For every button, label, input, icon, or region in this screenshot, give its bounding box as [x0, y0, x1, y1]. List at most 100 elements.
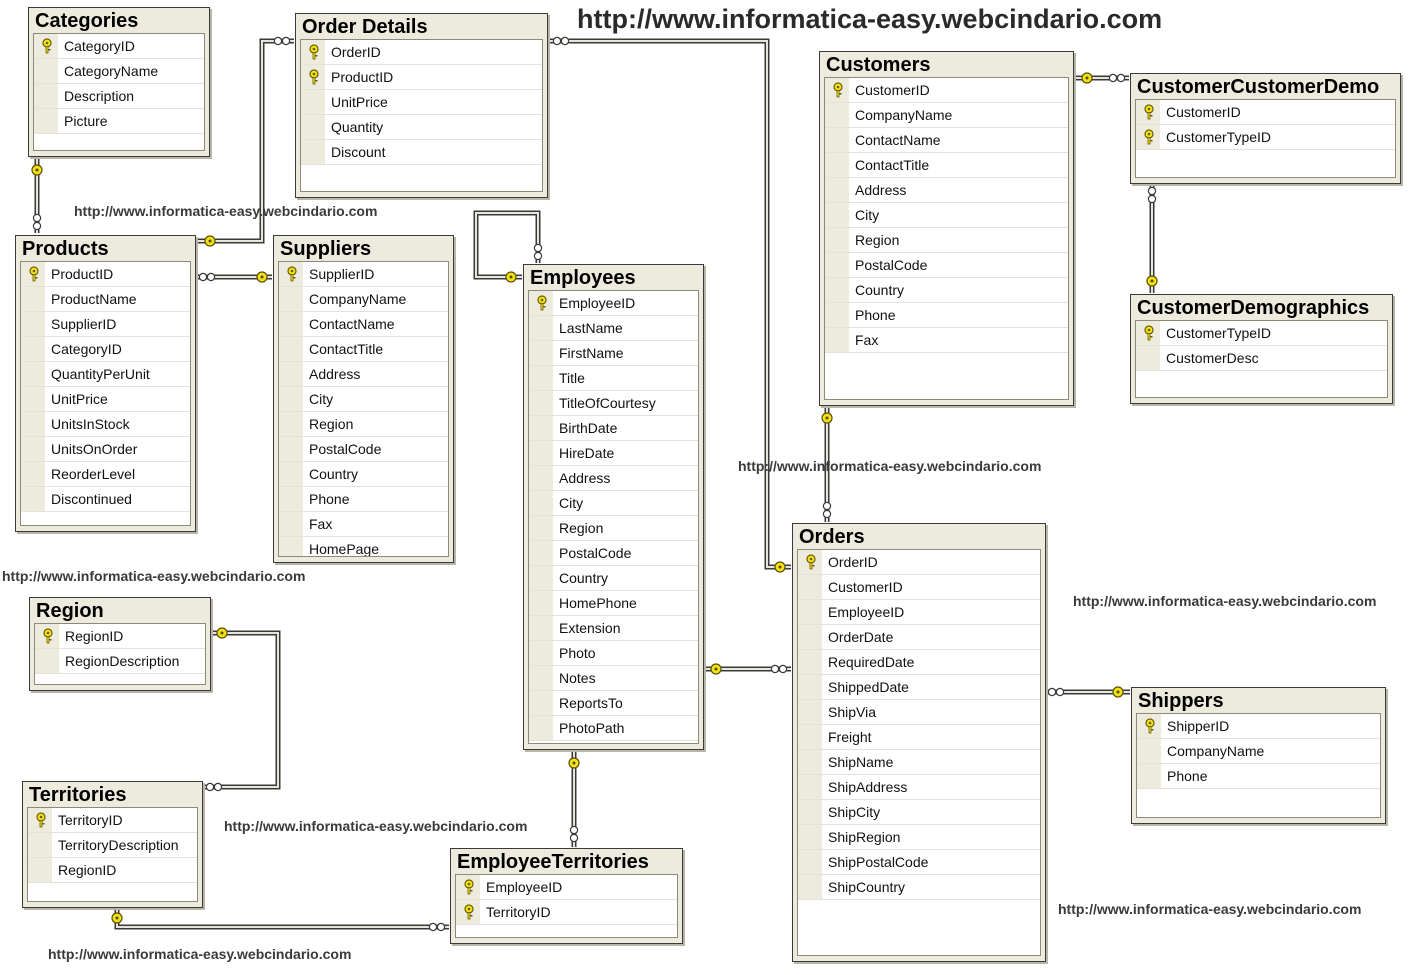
field-row[interactable]: Discount [301, 140, 542, 165]
field-row[interactable]: SupplierID [279, 262, 448, 287]
field-row[interactable]: UnitPrice [301, 90, 542, 115]
field-row[interactable]: Country [529, 566, 698, 591]
field-row[interactable]: ShipPostalCode [798, 850, 1040, 875]
field-row[interactable]: Region [279, 412, 448, 437]
field-row[interactable]: HomePhone [529, 591, 698, 616]
field-row[interactable]: ContactTitle [279, 337, 448, 362]
field-row[interactable]: LastName [529, 316, 698, 341]
field-row[interactable]: Fax [825, 328, 1068, 353]
field-row[interactable]: ReportsTo [529, 691, 698, 716]
field-row[interactable]: CompanyName [1137, 739, 1380, 764]
field-row[interactable]: UnitsInStock [21, 412, 190, 437]
field-row[interactable]: Photo [529, 641, 698, 666]
field-row[interactable]: UnitsOnOrder [21, 437, 190, 462]
field-row[interactable]: CustomerID [825, 78, 1068, 103]
field-row[interactable]: CategoryID [34, 34, 204, 59]
field-row[interactable]: QuantityPerUnit [21, 362, 190, 387]
field-row[interactable]: CompanyName [825, 103, 1068, 128]
field-row[interactable]: CompanyName [279, 287, 448, 312]
field-row[interactable]: Quantity [301, 115, 542, 140]
field-row[interactable]: Phone [1137, 764, 1380, 789]
field-row[interactable]: Phone [279, 487, 448, 512]
field-row[interactable]: ContactName [825, 128, 1068, 153]
field-row[interactable]: CategoryName [34, 59, 204, 84]
field-row[interactable]: Phone [825, 303, 1068, 328]
field-row[interactable]: Description [34, 84, 204, 109]
field-row[interactable]: City [825, 203, 1068, 228]
field-row[interactable]: SupplierID [21, 312, 190, 337]
field-row[interactable]: ShipAddress [798, 775, 1040, 800]
field-row[interactable]: PostalCode [279, 437, 448, 462]
field-row[interactable]: HomePage [279, 537, 448, 556]
field-row[interactable]: City [279, 387, 448, 412]
field-row[interactable]: RegionID [35, 624, 205, 649]
field-row[interactable]: TitleOfCourtesy [529, 391, 698, 416]
field-row[interactable]: Extension [529, 616, 698, 641]
field-row[interactable]: City [529, 491, 698, 516]
field-row[interactable]: Picture [34, 109, 204, 134]
field-row[interactable]: CustomerTypeID [1136, 125, 1395, 150]
field-row[interactable]: FirstName [529, 341, 698, 366]
field-row[interactable]: Country [825, 278, 1068, 303]
field-row[interactable]: ShipName [798, 750, 1040, 775]
field-row[interactable]: ReorderLevel [21, 462, 190, 487]
field-row[interactable]: OrderID [301, 40, 542, 65]
field-row[interactable]: BirthDate [529, 416, 698, 441]
field-row[interactable]: RegionID [28, 858, 197, 883]
field-row[interactable]: ShipRegion [798, 825, 1040, 850]
field-row[interactable]: Address [825, 178, 1068, 203]
field-row[interactable]: ProductName [21, 287, 190, 312]
field-row[interactable]: EmployeeID [798, 600, 1040, 625]
field-row[interactable]: Title [529, 366, 698, 391]
field-row[interactable]: PhotoPath [529, 716, 698, 741]
field-row[interactable]: RequiredDate [798, 650, 1040, 675]
field-row[interactable]: OrderID [798, 550, 1040, 575]
field-row[interactable]: Country [279, 462, 448, 487]
field-row[interactable]: Address [279, 362, 448, 387]
field-row[interactable]: CustomerDesc [1136, 346, 1387, 371]
field-row[interactable]: ContactTitle [825, 153, 1068, 178]
field-row[interactable]: EmployeeID [529, 291, 698, 316]
field-row[interactable]: ProductID [301, 65, 542, 90]
field-row[interactable]: TerritoryDescription [28, 833, 197, 858]
field-row[interactable]: ContactName [279, 312, 448, 337]
field-row[interactable]: CustomerID [1136, 100, 1395, 125]
field-row[interactable]: UnitPrice [21, 387, 190, 412]
field-row[interactable]: ShipCountry [798, 875, 1040, 900]
field-row[interactable]: EmployeeID [456, 875, 677, 900]
field-row[interactable]: CustomerID [798, 575, 1040, 600]
field-row[interactable]: ProductID [21, 262, 190, 287]
field-row[interactable]: OrderDate [798, 625, 1040, 650]
field-row[interactable]: RegionDescription [35, 649, 205, 674]
field-row[interactable]: HireDate [529, 441, 698, 466]
field-row[interactable]: Region [529, 516, 698, 541]
field-row[interactable]: Freight [798, 725, 1040, 750]
field-row[interactable]: ShipVia [798, 700, 1040, 725]
field-row[interactable]: Notes [529, 666, 698, 691]
field-row[interactable]: ShipperID [1137, 714, 1380, 739]
field-row[interactable]: CustomerTypeID [1136, 321, 1387, 346]
field-row[interactable]: Fax [279, 512, 448, 537]
field-row[interactable]: PostalCode [825, 253, 1068, 278]
field-row[interactable]: CategoryID [21, 337, 190, 362]
field-row[interactable]: TerritoryID [456, 900, 677, 925]
field-row[interactable]: ShippedDate [798, 675, 1040, 700]
field-row[interactable]: PostalCode [529, 541, 698, 566]
field-row[interactable]: ShipCity [798, 800, 1040, 825]
field-row[interactable]: TerritoryID [28, 808, 197, 833]
field-row[interactable]: Discontinued [21, 487, 190, 512]
field-row[interactable]: Address [529, 466, 698, 491]
